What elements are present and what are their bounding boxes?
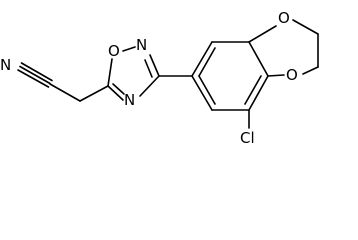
oxadiazole-ring [107,46,160,101]
oxadiazole-oxygen-label: O [108,42,120,60]
oxadiazole-nitrogen-lower-label: N [124,91,135,109]
dioxane-oxygen-lower-label: O [286,66,298,84]
nitrile-nitrogen-label: N [0,56,11,74]
molecule-structure: N O N N O O Cl [0,9,319,147]
benzene-ring [191,41,269,111]
chlorine-label: Cl [240,129,255,147]
bond-nitrile-ch2 [49,83,81,102]
bond-ch2-c5 [79,85,109,102]
nitrile-triple-bond [17,62,53,88]
dioxane-ring [248,19,319,77]
oxadiazole-nitrogen-upper-label: N [136,36,147,54]
dioxane-oxygen-upper-label: O [278,9,290,27]
